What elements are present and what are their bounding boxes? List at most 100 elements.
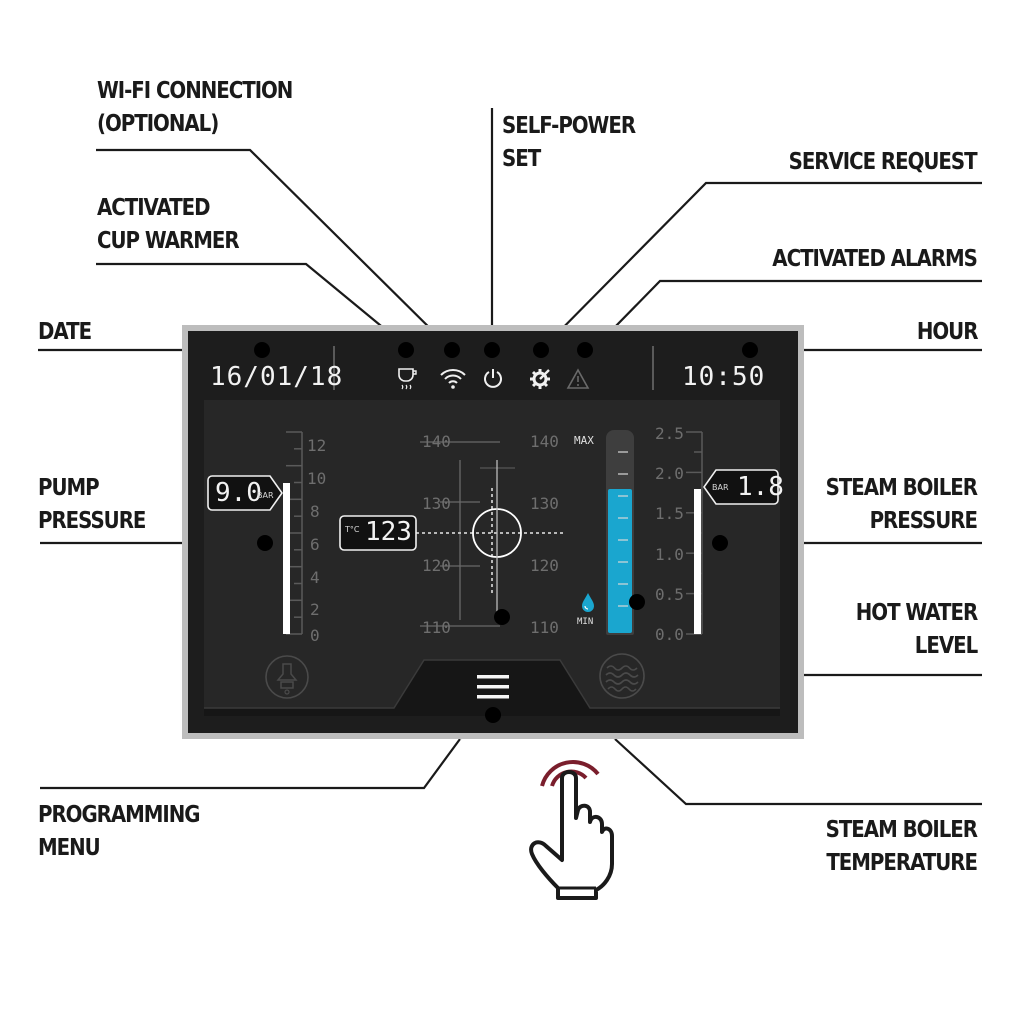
dot-programming	[485, 707, 501, 723]
callout-alarms: ACTIVATED ALARMS	[772, 243, 978, 276]
pump-pressure-unit: BAR	[257, 491, 274, 500]
dot-date	[254, 342, 270, 358]
hamburger-menu-icon[interactable]	[477, 674, 509, 700]
callout-hot-water-line2: LEVEL	[914, 633, 978, 659]
temp-left-130: 130	[422, 494, 451, 513]
temp-unit: T°C	[345, 525, 360, 534]
water-tank-ticks	[618, 451, 628, 607]
leader-service	[540, 181, 982, 351]
dot-hot-water	[629, 594, 645, 610]
steam-readout-bubble	[703, 469, 779, 505]
callout-pump-pressure: PUMP PRESSURE	[38, 472, 146, 538]
callout-self-power: SELF-POWER SET	[502, 110, 636, 176]
dot-alarms	[577, 342, 593, 358]
callout-hour: HOUR	[916, 316, 978, 349]
pump-icon	[265, 655, 309, 699]
pump-pressure-bar	[283, 482, 290, 634]
pump-scale-8: 8	[310, 502, 320, 521]
display-time: 10:50	[682, 362, 766, 392]
steam-scale-0-5: 0.5	[655, 585, 684, 604]
alarm-icon	[566, 368, 590, 389]
callout-date: DATE	[38, 316, 92, 349]
leader-wifi	[96, 148, 453, 351]
dot-cup-warmer	[398, 342, 414, 358]
callout-service-line1: SERVICE REQUEST	[789, 149, 978, 175]
callout-wifi: WI-FI CONNECTION (OPTIONAL)	[97, 75, 293, 141]
water-min-label: MIN	[577, 617, 594, 627]
callout-programming-line2: MENU	[38, 835, 101, 861]
pump-scale-2: 2	[310, 600, 320, 619]
callout-service: SERVICE REQUEST	[789, 146, 978, 179]
temp-left-110: 110	[422, 618, 451, 637]
header-divider-left	[333, 346, 335, 390]
wifi-icon	[440, 369, 466, 389]
callout-pump-line2: PRESSURE	[38, 508, 146, 534]
pump-scale-0: 0	[310, 626, 320, 645]
callout-self-power-line2: SET	[502, 146, 541, 172]
pump-scale-10: 10	[307, 469, 327, 488]
temp-left-140: 140	[422, 432, 451, 451]
steam-scale-0-0: 0.0	[655, 625, 684, 644]
steam-temperature-value: 123	[365, 517, 412, 547]
pump-readout-bubble	[207, 475, 283, 511]
header-divider-right	[652, 346, 654, 390]
water-drop-icon	[582, 593, 594, 612]
callout-steam-temp-line1: STEAM BOILER	[825, 817, 978, 843]
pump-scale-6: 6	[310, 535, 320, 554]
callout-steam-temp-line2: TEMPERATURE	[826, 850, 978, 876]
callout-hot-water-line1: HOT WATER	[855, 600, 978, 626]
callout-steam-pressure-line2: PRESSURE	[869, 508, 978, 534]
waves-icon	[599, 653, 645, 699]
callout-programming: PROGRAMMING MENU	[38, 799, 201, 865]
service-gear-icon	[530, 369, 550, 389]
steam-scale-1-5: 1.5	[655, 504, 684, 523]
callout-alarms-line1: ACTIVATED ALARMS	[772, 246, 978, 272]
pump-scale-4: 4	[310, 568, 320, 587]
callout-steam-pressure-line1: STEAM BOILER	[825, 475, 978, 501]
water-level-fill	[608, 489, 632, 633]
touch-hand-icon	[529, 760, 614, 900]
callout-cup-warmer: ACTIVATED CUP WARMER	[97, 192, 240, 258]
leader-steam-temp	[614, 738, 982, 806]
callout-date-line1: DATE	[38, 319, 92, 345]
dot-wifi	[444, 342, 460, 358]
leader-alarms	[611, 279, 982, 331]
dot-steam-pressure	[712, 535, 728, 551]
dot-service	[533, 342, 549, 358]
temp-readout-bubble	[339, 515, 417, 551]
temp-right-110: 110	[530, 618, 559, 637]
steam-scale-2-0: 2.0	[655, 464, 684, 483]
power-icon	[484, 369, 502, 388]
callout-steam-pressure: STEAM BOILER PRESSURE	[825, 472, 978, 538]
pump-pressure-value: 9.0	[215, 478, 262, 508]
display-date: 16/01/18	[210, 362, 344, 392]
dot-pump-pressure	[257, 535, 273, 551]
callout-self-power-line1: SELF-POWER	[502, 113, 636, 139]
cup-warmer-icon	[398, 368, 417, 390]
callout-hour-line1: HOUR	[916, 319, 978, 345]
leader-cup-warmer	[96, 262, 387, 331]
dot-hour	[742, 342, 758, 358]
steam-scale-1-0: 1.0	[655, 545, 684, 564]
callout-cup-warmer-line1: ACTIVATED	[97, 195, 211, 221]
temp-left-120: 120	[422, 556, 451, 575]
temp-right-130: 130	[530, 494, 559, 513]
callout-pump-line1: PUMP	[38, 475, 100, 501]
water-max-label: MAX	[574, 434, 594, 447]
dot-self-power	[484, 342, 500, 358]
temp-right-140: 140	[530, 432, 559, 451]
steam-pressure-bar	[694, 488, 701, 634]
callout-wifi-line1: WI-FI CONNECTION	[97, 78, 293, 104]
temp-right-120: 120	[530, 556, 559, 575]
leader-programming	[40, 738, 461, 790]
callout-hot-water: HOT WATER LEVEL	[855, 597, 978, 663]
steam-pressure-unit: BAR	[712, 483, 729, 492]
callout-cup-warmer-line2: CUP WARMER	[97, 228, 240, 254]
callout-programming-line1: PROGRAMMING	[38, 802, 201, 828]
steam-scale-2-5: 2.5	[655, 424, 684, 443]
pump-scale-12: 12	[307, 436, 327, 455]
steam-pressure-value: 1.8	[737, 472, 784, 502]
temperature-scale	[380, 441, 565, 627]
dot-steam-temp	[494, 609, 510, 625]
